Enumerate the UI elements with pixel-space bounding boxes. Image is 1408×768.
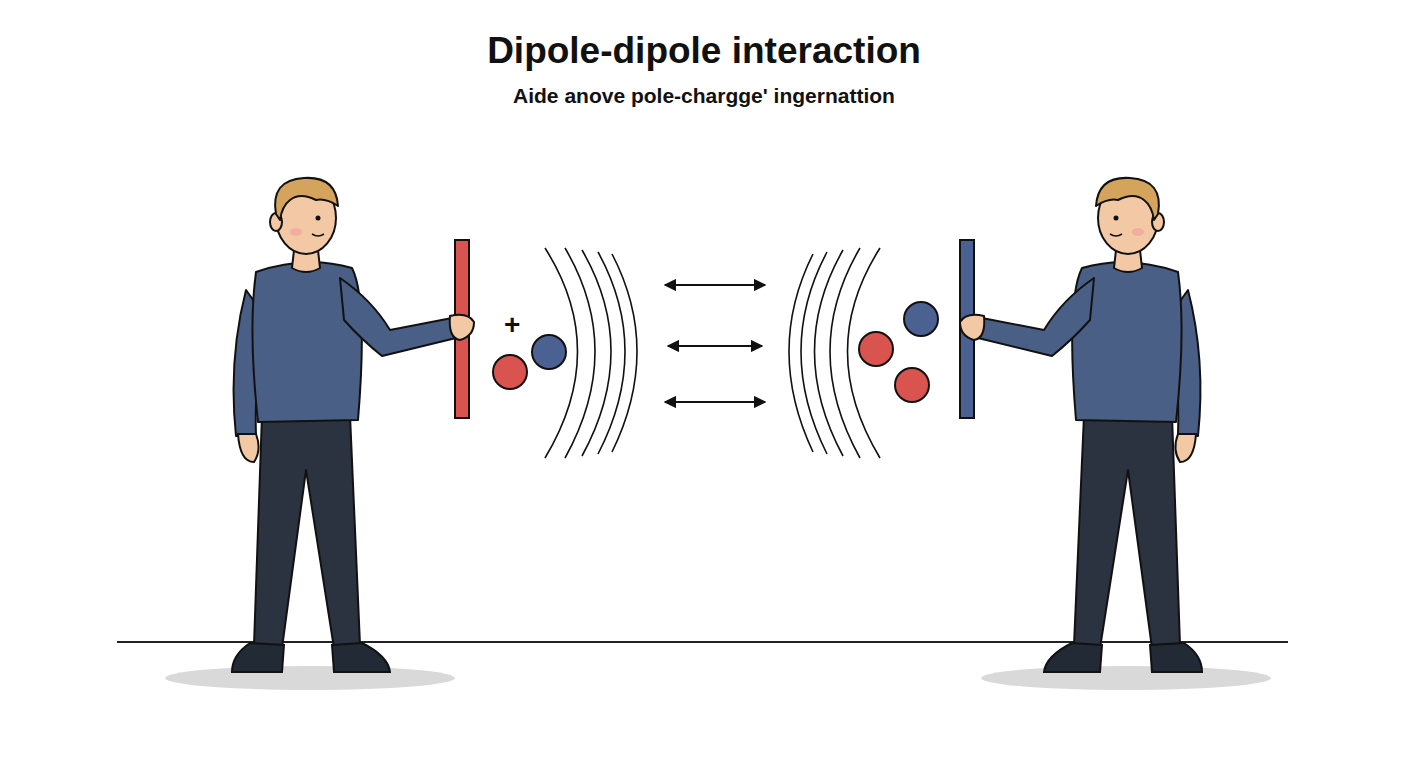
subtitle: Aide anove pole-chargge' ingernattion [0,84,1408,108]
charge-sign: + [504,311,520,339]
diagram-title: Dipole-dipole interaction [0,30,1408,72]
